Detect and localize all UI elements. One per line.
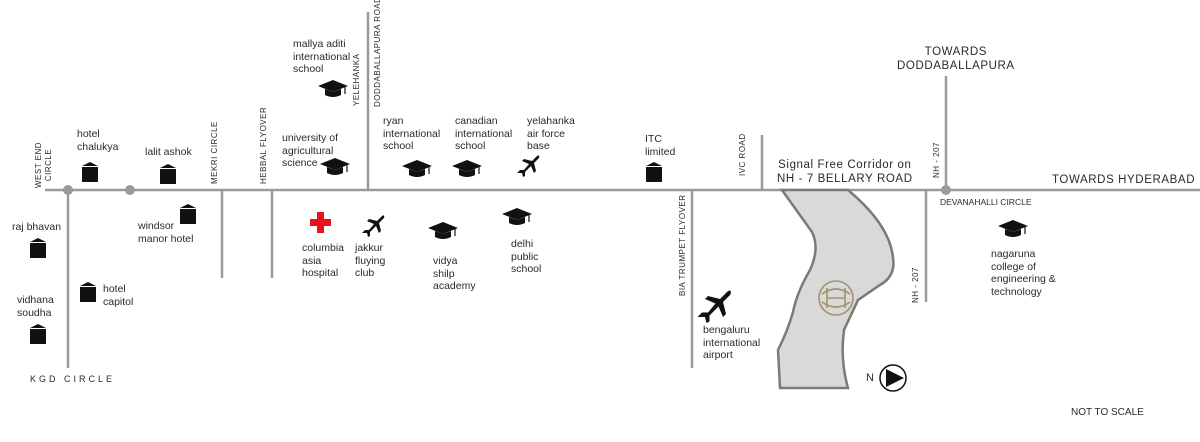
- road-label-ivc-road: IVC ROAD: [738, 133, 747, 176]
- heading-signal-free-corridor: Signal Free Corridor on NH - 7 BELLARY R…: [777, 159, 913, 185]
- road-label-nh207-bottom: NH - 207: [911, 266, 920, 303]
- road-label-mekri-circle: MEKRI CIRCLE: [210, 121, 219, 184]
- label-vidhana-soudha: vidhana soudha: [17, 294, 54, 319]
- heading-towards-hyderabad: TOWARDS HYDERABAD: [1052, 174, 1196, 186]
- graduation-cap-icon: [997, 219, 1029, 238]
- building-icon: [80, 282, 96, 302]
- road-network: [45, 12, 1200, 368]
- label-ryan-school: ryan international school: [383, 115, 441, 152]
- road-label-devanahalli-circle: DEVANAHALLI CIRCLE: [940, 197, 1032, 207]
- graduation-cap-icon: [317, 79, 349, 98]
- label-raj-bhavan: raj bhavan: [12, 221, 62, 233]
- graduation-cap-icon: [501, 207, 533, 226]
- graduation-cap-icon: [451, 159, 483, 178]
- label-vidya-shilp: vidya shilp academy: [433, 255, 476, 292]
- compass-north-label: N: [866, 372, 874, 384]
- label-mallya-aditi: mallya aditi international school: [293, 38, 351, 75]
- label-canadian-school: canadian international school: [455, 115, 513, 152]
- airplane-icon: [697, 290, 731, 323]
- heading-towards-doddaballapura: TOWARDS DODDABALLAPURA: [897, 46, 1015, 72]
- building-icon: [646, 162, 662, 182]
- west-end-circle-node: [63, 185, 73, 195]
- project-logo-icon: [818, 280, 854, 316]
- building-icon: [30, 238, 46, 258]
- airplane-icon: [517, 155, 540, 177]
- road-label-nh207-top: NH - 207: [932, 141, 941, 178]
- building-icon: [82, 162, 98, 182]
- devanahalli-circle-node: [941, 185, 951, 195]
- road-label-yelehanka: YELEHANKA: [352, 53, 361, 106]
- label-dps: delhi public school: [511, 238, 542, 275]
- road-label-west-end-circle: WEST END CIRCLE: [34, 141, 53, 188]
- label-yelahanka-afb: yelahanka air force base: [527, 115, 575, 152]
- not-to-scale-note: NOT TO SCALE: [1071, 407, 1144, 418]
- graduation-cap-icon: [427, 221, 459, 240]
- label-jakkur: jakkur fluying club: [355, 242, 386, 279]
- label-university: university of agricultural science: [282, 132, 339, 169]
- red-cross-icon: [310, 212, 331, 233]
- label-hotel-chalukya: hotel chalukya: [77, 128, 119, 153]
- junction-node: [125, 185, 135, 195]
- road-label-hebbal-flyover: HEBBAL FLYOVER: [259, 106, 268, 184]
- label-airport: bengaluru international airport: [703, 324, 761, 361]
- road-label-bia-trumpet: BIA TRUMPET FLYOVER: [678, 194, 687, 296]
- label-hotel-capitol: hotel capitol: [103, 283, 134, 308]
- airplane-icon: [362, 215, 385, 237]
- label-lalit-ashok: lalit ashok: [145, 146, 192, 158]
- building-icon: [30, 324, 46, 344]
- label-windsor: windsor manor hotel: [138, 220, 194, 245]
- label-columbia: columbia asia hospital: [302, 242, 345, 279]
- road-label-kgd-circle: KGD CIRCLE: [30, 374, 116, 384]
- building-icon: [160, 164, 176, 184]
- road-label-doddaballapura-road: DODDABALLAPURA ROAD: [373, 0, 382, 107]
- north-arrow-icon: [879, 364, 907, 392]
- label-itc: ITC limited: [645, 133, 676, 158]
- label-nagaruna: nagaruna college of engineering & techno…: [991, 248, 1056, 298]
- graduation-cap-icon: [401, 159, 433, 178]
